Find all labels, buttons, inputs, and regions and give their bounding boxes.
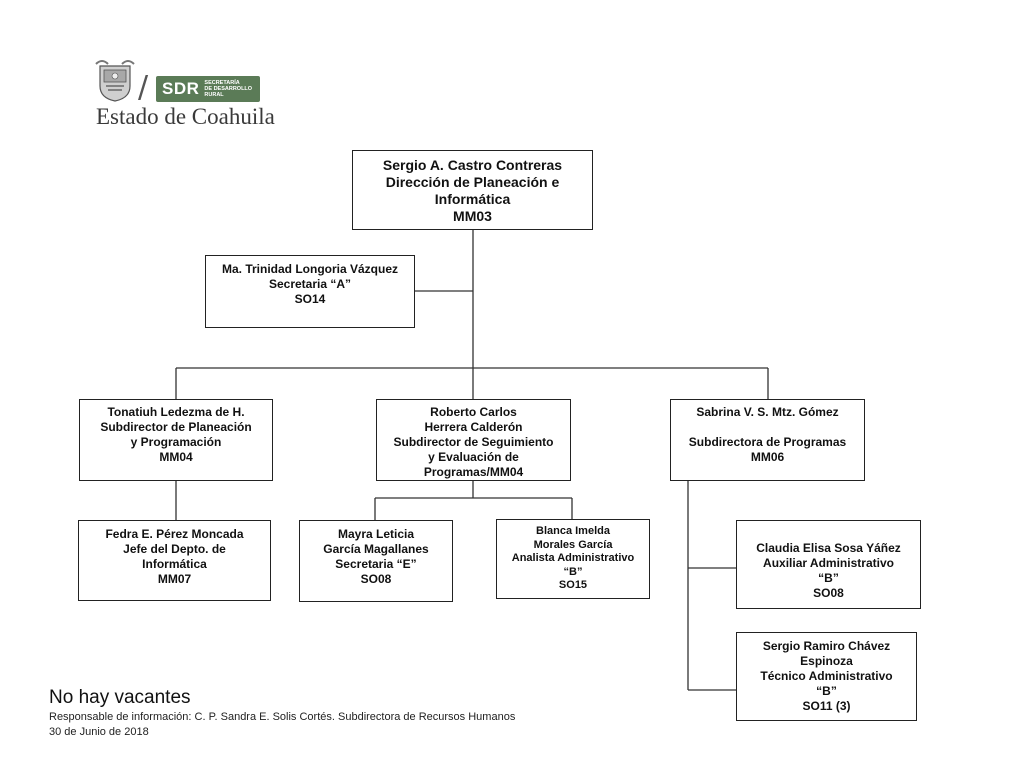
node-director: Sergio A. Castro Contreras Dirección de … xyxy=(352,150,593,230)
node-director-code: MM03 xyxy=(453,208,492,224)
node-secretaria-e-title: Secretaria “E” xyxy=(335,557,417,571)
node-planeacion-title-1: Subdirector de Planeación xyxy=(100,420,252,434)
node-planeacion-name: Tonatiuh Ledezma de H. xyxy=(107,405,245,419)
node-analista-title: Analista Administrativo xyxy=(511,552,635,564)
node-secretaria-a: Ma. Trinidad Longoria Vázquez Secretaria… xyxy=(205,255,415,328)
node-analista-level: “B” xyxy=(563,565,583,578)
node-informatica-title-2: Informática xyxy=(142,557,207,571)
node-auxiliar-title: Auxiliar Administrativo xyxy=(763,556,894,570)
node-planeacion-code: MM04 xyxy=(159,450,193,464)
node-analista-name-1: Blanca Imelda xyxy=(536,525,610,537)
node-tecnico-code: SO11 (3) xyxy=(802,699,851,713)
node-planeacion: Tonatiuh Ledezma de H. Subdirector de Pl… xyxy=(79,399,273,481)
node-auxiliar-code: SO08 xyxy=(813,586,844,600)
sdr-badge: SDR SECRETARÍA DE DESARROLLO RURAL xyxy=(156,76,260,102)
node-programas-title: Subdirectora de Programas xyxy=(688,435,847,449)
logo-separator: / xyxy=(138,70,149,105)
node-secretaria-e-name-1: Mayra Leticia xyxy=(337,527,415,541)
node-informatica: Fedra E. Pérez Moncada Jefe del Depto. d… xyxy=(78,520,271,601)
sdr-acronym: SDR xyxy=(162,79,200,98)
node-programas: Sabrina V. S. Mtz. Gómez Subdirectora de… xyxy=(670,399,865,481)
logo: / SDR SECRETARÍA DE DESARROLLO RURAL Est… xyxy=(94,58,275,130)
node-programas-name: Sabrina V. S. Mtz. Gómez xyxy=(696,405,839,419)
node-secretaria-e-code: SO08 xyxy=(360,572,392,586)
node-secretaria-a-name: Ma. Trinidad Longoria Vázquez xyxy=(221,262,398,276)
sdr-subtitle: SECRETARÍA DE DESARROLLO RURAL xyxy=(204,80,253,98)
responsible-note: Responsable de información: C. P. Sandra… xyxy=(49,711,516,723)
coat-of-arms-seal-icon xyxy=(95,60,135,102)
node-tecnico: Sergio Ramiro Chávez Espinoza Técnico Ad… xyxy=(736,632,917,721)
node-tecnico-name-2: Espinoza xyxy=(800,654,853,668)
node-programas-code: MM06 xyxy=(750,450,785,464)
node-analista-code: SO15 xyxy=(558,579,588,591)
node-auxiliar-level: “B” xyxy=(818,571,839,585)
node-director-title-1: Dirección de Planeación e xyxy=(385,174,560,190)
node-secretaria-e-name-2: García Magallanes xyxy=(323,542,429,556)
node-tecnico-title: Técnico Administrativo xyxy=(760,669,893,683)
vacancies-note: No hay vacantes xyxy=(49,687,191,708)
node-programas-spacer xyxy=(671,420,864,435)
node-seguimiento-title-1: Subdirector de Seguimiento xyxy=(393,435,554,449)
node-seguimiento-title-2: y Evaluación de xyxy=(428,450,519,464)
node-auxiliar-name: Claudia Elisa Sosa Yáñez xyxy=(756,541,901,555)
node-tecnico-name-1: Sergio Ramiro Chávez xyxy=(762,639,891,653)
node-auxiliar: Claudia Elisa Sosa Yáñez Auxiliar Admini… xyxy=(736,520,921,609)
node-seguimiento-name-1: Roberto Carlos xyxy=(430,405,517,419)
node-analista: Blanca Imelda Morales García Analista Ad… xyxy=(496,519,650,599)
node-informatica-code: MM07 xyxy=(157,572,192,586)
node-secretaria-a-code: SO14 xyxy=(294,292,326,306)
node-analista-name-2: Morales García xyxy=(533,538,613,551)
node-informatica-title-1: Jefe del Depto. de xyxy=(123,542,226,556)
estado-de-coahuila-wordmark: Estado de Coahuila xyxy=(96,104,275,129)
node-secretaria-a-title: Secretaria “A” xyxy=(268,277,352,291)
node-planeacion-title-2: y Programación xyxy=(130,435,222,449)
node-director-title-2: Informática xyxy=(434,191,511,207)
node-informatica-name: Fedra E. Pérez Moncada xyxy=(105,527,244,541)
node-tecnico-level: “B” xyxy=(816,684,837,698)
node-director-name: Sergio A. Castro Contreras xyxy=(382,157,563,173)
node-seguimiento-name-2: Herrera Calderón xyxy=(424,420,523,434)
node-secretaria-e: Mayra Leticia García Magallanes Secretar… xyxy=(299,520,453,602)
node-seguimiento: Roberto Carlos Herrera Calderón Subdirec… xyxy=(376,399,571,481)
date-note: 30 de Junio de 2018 xyxy=(49,726,149,738)
node-seguimiento-code: Programas/MM04 xyxy=(423,465,524,479)
